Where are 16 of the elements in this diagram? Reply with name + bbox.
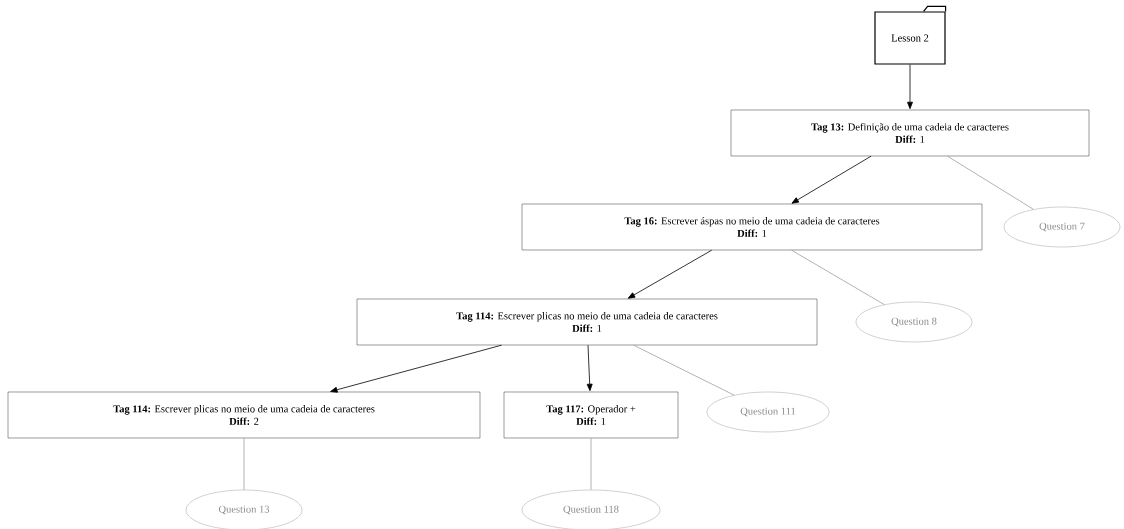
topic-box: Tag 114: Escrever plicas no meio de uma cadeia de caracteres Diff: 2 — [7, 391, 481, 439]
topic-box: Tag 16: Escrever áspas no meio de uma cadeia de caracteres Diff: 1 — [521, 203, 983, 251]
arrow — [330, 344, 502, 393]
topic-box: Tag 117: Operador + Diff: 1 — [503, 391, 679, 439]
connector-line — [243, 437, 245, 491]
folder-node: Lesson 2 — [874, 5, 947, 65]
topic-box: Tag 13: Definição de uma cadeia de caracteres Diff: 1 — [730, 109, 1090, 157]
topic-box: Tag 114: Escrever plicas no meio de uma cadeia de caracteres Diff: 1 — [356, 298, 818, 346]
connector-line — [791, 249, 885, 305]
arrow — [907, 64, 913, 110]
connector-line — [947, 155, 1034, 210]
arrow — [791, 155, 872, 204]
arrow — [586, 344, 593, 392]
connector-line — [590, 437, 592, 491]
arrow — [627, 249, 713, 299]
connector-line — [633, 344, 735, 396]
